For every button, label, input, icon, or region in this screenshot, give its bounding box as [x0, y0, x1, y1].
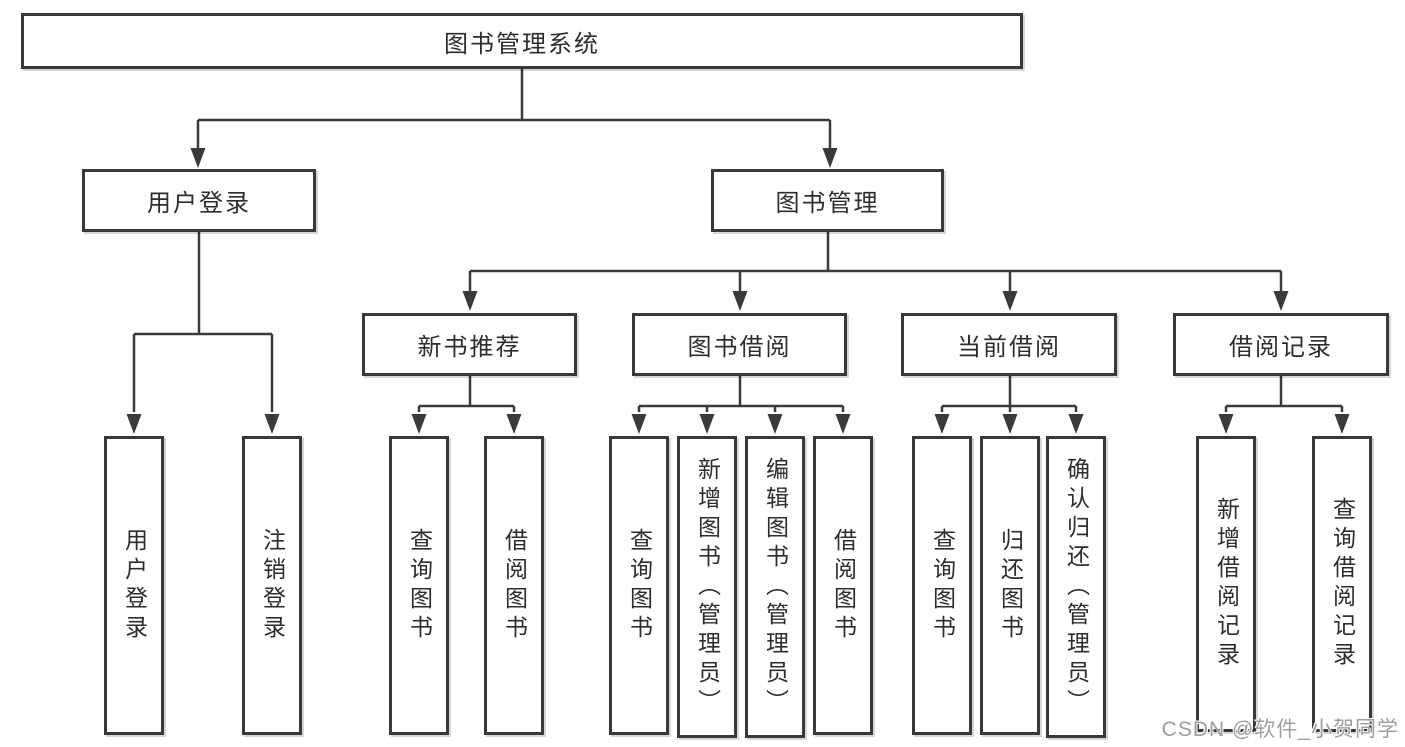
node-borrow-record: 借阅记录	[1173, 313, 1389, 376]
leaf-cb-confirm-return-admin: 确认归还（管理员）	[1046, 436, 1106, 738]
node-user-login: 用户登录	[82, 169, 316, 232]
arrow-down-icon	[190, 148, 206, 168]
leaf-br-query-record: 查询借阅记录	[1312, 436, 1372, 732]
arrow-down-icon	[732, 291, 748, 311]
arrow-down-icon	[822, 148, 838, 168]
arrow-down-icon	[835, 414, 851, 434]
leaf-user-login: 用户登录	[104, 436, 164, 735]
connector-userlogin-to-leaves	[132, 232, 274, 412]
node-root: 图书管理系统	[21, 13, 1023, 69]
arrow-down-icon	[699, 414, 715, 434]
connector-currentborrow-to-leaves	[940, 376, 1078, 412]
csdn-watermark: CSDN @软件_小贺同学	[1161, 718, 1399, 741]
arrow-down-icon	[126, 414, 142, 434]
arrow-down-icon	[462, 291, 478, 311]
arrow-down-icon	[1068, 414, 1084, 434]
arrow-down-icon	[1002, 291, 1018, 311]
arrow-down-icon	[264, 414, 280, 434]
connector-borrowrecord-to-leaves	[1224, 376, 1344, 412]
connector-root-to-level2	[196, 69, 832, 150]
leaf-bb-edit-book-admin: 编辑图书（管理员）	[745, 436, 805, 738]
arrow-down-icon	[767, 414, 783, 434]
arrow-down-icon	[1273, 291, 1289, 311]
node-book-management: 图书管理	[711, 169, 944, 232]
leaf-bb-query-book: 查询图书	[609, 436, 669, 735]
leaf-cb-query-book: 查询图书	[912, 436, 972, 735]
arrow-down-icon	[934, 414, 950, 434]
node-current-borrow: 当前借阅	[901, 313, 1117, 376]
leaf-bb-add-book-admin: 新增图书（管理员）	[677, 436, 737, 738]
leaf-rec-borrow-book: 借阅图书	[484, 436, 544, 735]
connector-newbookrec-to-leaves	[417, 376, 516, 412]
arrow-down-icon	[506, 414, 522, 434]
connector-bookmgmt-to-level3	[468, 232, 1283, 292]
arrow-down-icon	[631, 414, 647, 434]
arrow-down-icon	[1002, 414, 1018, 434]
arrow-down-icon	[1334, 414, 1350, 434]
node-book-borrow: 图书借阅	[632, 313, 847, 376]
leaf-rec-query-book: 查询图书	[389, 436, 449, 735]
connector-bookborrow-to-leaves	[637, 376, 845, 412]
leaf-br-add-record: 新增借阅记录	[1196, 436, 1256, 732]
node-new-book-recommend: 新书推荐	[362, 313, 577, 376]
leaf-bb-borrow-book: 借阅图书	[813, 436, 873, 735]
arrow-down-icon	[1218, 414, 1234, 434]
leaf-logout: 注销登录	[242, 436, 302, 735]
leaf-cb-return-book: 归还图书	[980, 436, 1040, 735]
arrow-down-icon	[411, 414, 427, 434]
